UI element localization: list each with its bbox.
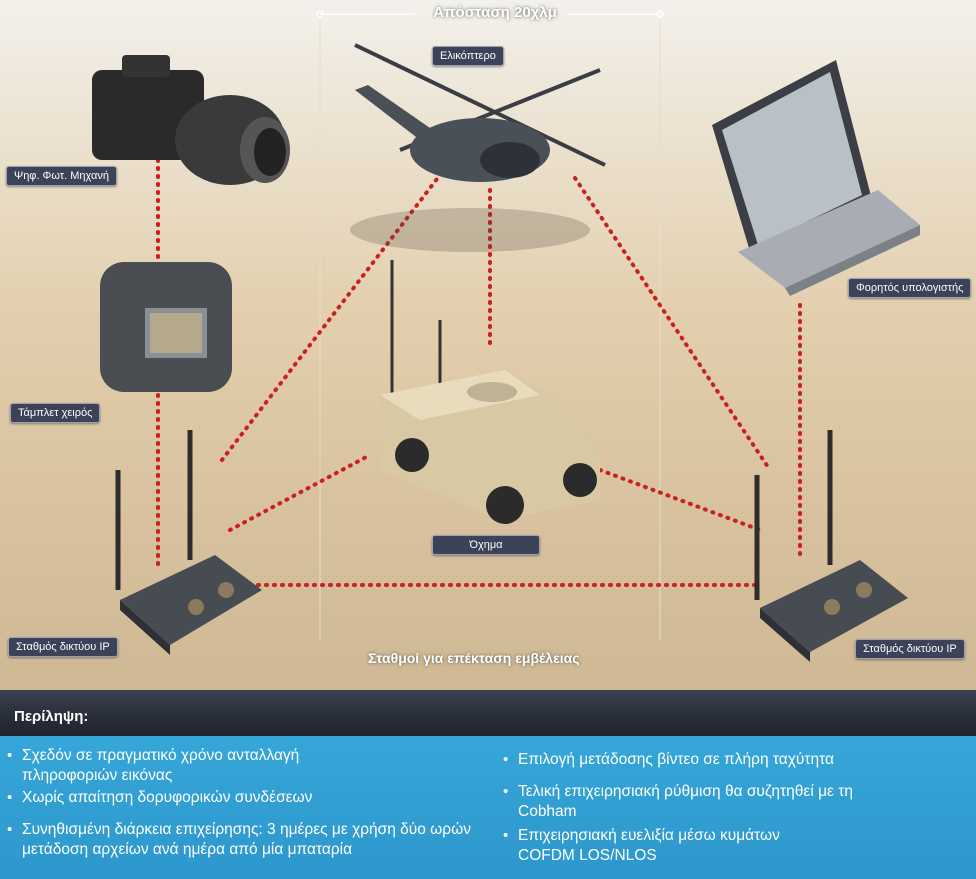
label-helicopter: Ελικόπτερο <box>432 46 504 66</box>
label-station-right: Σταθμός δικτύου IP <box>855 639 965 659</box>
label-tablet: Τάμπλετ χειρός <box>10 403 101 423</box>
station-left-icon <box>115 430 262 655</box>
distance-bracket <box>316 10 664 640</box>
label-vehicle: Όχημα <box>432 535 540 555</box>
vehicle-icon <box>380 260 600 524</box>
bullet-icon: • <box>503 783 509 800</box>
bullet-icon: • <box>7 789 13 806</box>
summary-panel: • Σχεδόν σε πραγματικό χρόνο ανταλλαγή π… <box>0 736 976 879</box>
label-laptop: Φορητός υπολογιστής <box>848 278 972 298</box>
summary-right-item: • Επιλογή μετάδοσης βίντεο σε πλήρη ταχύ… <box>503 751 834 768</box>
diagram-graphics <box>92 10 920 662</box>
station-right-icon <box>754 430 908 662</box>
summary-left-item: • Χωρίς απαίτηση δορυφορικών συνδέσεων <box>7 789 313 806</box>
summary-left-item: • Συνηθισμένη διάρκεια επιχείρησης: 3 ημ… <box>7 821 471 858</box>
network-diagram: Απόσταση 20χλμ Ελικόπτερο Ψηφ. Φωτ. Μηχα… <box>0 0 976 690</box>
distance-title: Απόσταση 20χλμ <box>433 4 557 21</box>
summary-right-item: • Επιχειρησιακή ευελιξία μέσω κυμάτων CO… <box>503 827 780 864</box>
camera-icon <box>92 55 290 185</box>
bullet-icon: • <box>7 747 13 764</box>
helicopter-icon <box>350 43 606 252</box>
summary-right-item: • Τελική επιχειρησιακή ρύθμιση θα συζητη… <box>503 783 853 820</box>
summary-title: Περίληψη: <box>14 708 89 725</box>
label-camera: Ψηφ. Φωτ. Μηχανή <box>6 166 117 186</box>
laptop-icon <box>712 60 920 296</box>
summary-left-item: • Σχεδόν σε πραγματικό χρόνο ανταλλαγή π… <box>7 747 300 784</box>
range-caption: Σταθμοί για επέκταση εμβέλειας <box>368 650 580 666</box>
bullet-icon: • <box>7 821 13 838</box>
link-lines <box>156 158 802 587</box>
label-station-left: Σταθμός δικτύου IP <box>8 637 118 657</box>
bullet-icon: • <box>503 827 509 844</box>
summary-header: Περίληψη: <box>0 690 976 736</box>
bullet-icon: • <box>503 751 509 768</box>
tablet-icon <box>100 262 232 392</box>
